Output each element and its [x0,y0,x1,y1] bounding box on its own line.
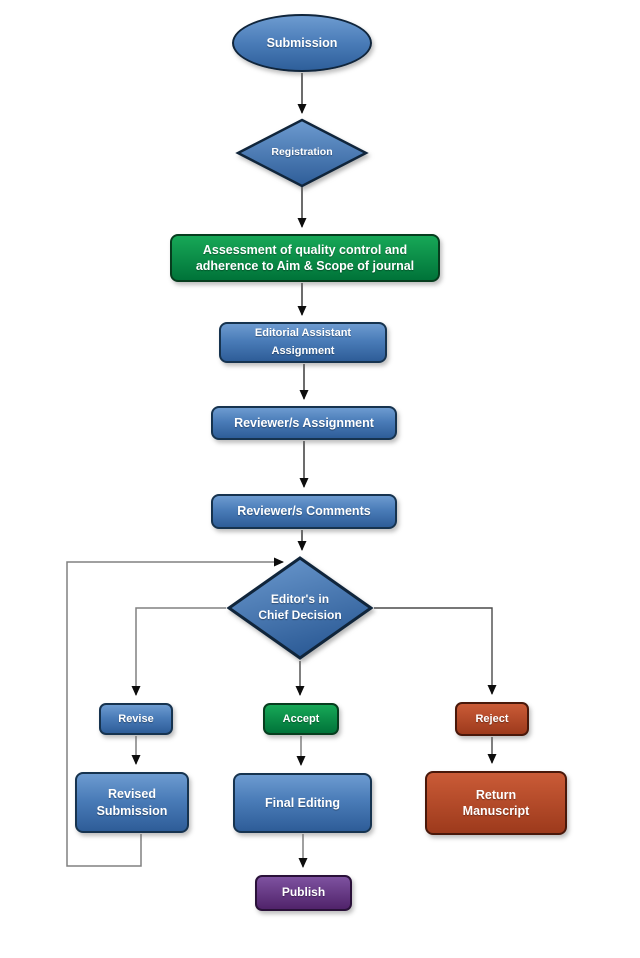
node-publish: Publish [255,875,352,911]
node-reviewers-assignment-label: Reviewer/s Assignment [234,415,374,430]
node-reviewers-comments: Reviewer/s Comments [211,494,397,529]
node-publish-label: Publish [281,885,326,900]
node-return-manuscript: Return Manuscript [425,771,567,835]
node-revised-submission-label: Revised Submission [96,787,168,818]
node-submission-label: Submission [266,35,338,50]
node-reject-label: Reject [475,712,509,725]
node-accept-label: Accept [282,712,320,725]
node-final-editing-label: Final Editing [265,795,340,810]
node-registration-label: Registration [271,146,333,159]
node-revised-submission: Revised Submission [75,772,189,833]
node-reviewers-comments-label: Reviewer/s Comments [237,504,371,519]
decision-diamond-shape [226,556,374,660]
node-final-editing: Final Editing [233,773,372,833]
node-decision-label: Editor's in Chief Decision [258,592,342,622]
node-editors-in-chief-decision: Editor's in Chief Decision [226,556,374,660]
node-reject: Reject [455,702,529,736]
node-editorial-label: Editorial Assistant Assignment [254,326,352,357]
node-revise: Revise [99,703,173,735]
arrow-decision-reject [374,607,497,695]
node-revise-label: Revise [118,712,154,725]
node-registration: Registration [235,118,369,188]
arrow-decision-revise [131,607,226,696]
node-submission: Submission [232,14,372,72]
node-assessment-label: Assessment of quality control and adhere… [195,242,415,273]
node-editorial-assistant-assignment: Editorial Assistant Assignment [219,322,387,363]
node-accept: Accept [263,703,339,735]
node-assessment: Assessment of quality control and adhere… [170,234,440,282]
registration-diamond-shape [235,118,369,188]
node-reviewers-assignment: Reviewer/s Assignment [211,406,397,440]
node-return-manuscript-label: Return Manuscript [462,787,530,818]
